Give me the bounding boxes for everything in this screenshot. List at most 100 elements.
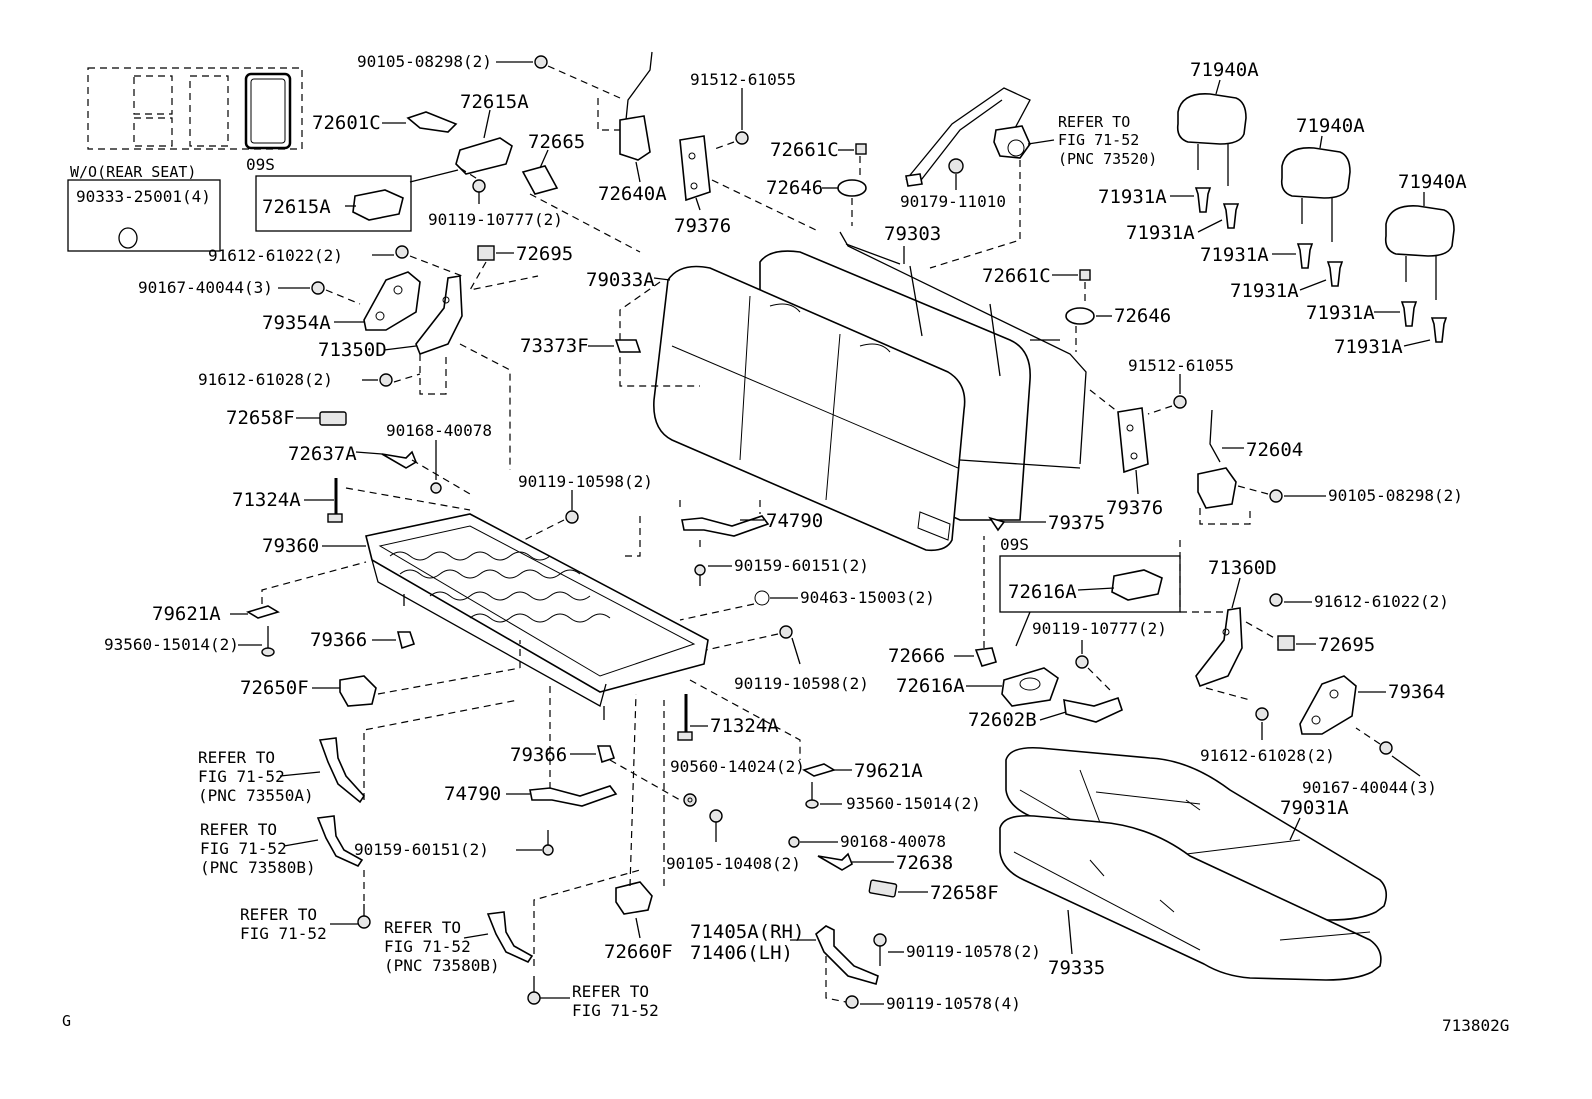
part-91512-61055-top (711, 88, 749, 151)
part-93560-15014-mid-label: 93560-15014(2) (846, 794, 981, 813)
part-79366-left (372, 631, 416, 650)
part-90167-40044-right-label: 90167-40044(3) (1302, 778, 1437, 797)
part-71324a-mid-label: 71324A (710, 715, 779, 737)
seat-layout-key (87, 67, 303, 150)
part-71350d-label: 71350D (318, 339, 387, 361)
part-79033a-seat-back (619, 250, 1031, 552)
part-71931a-5-label: 71931A (1306, 302, 1375, 324)
part-79376-top-label: 79376 (674, 215, 731, 237)
part-73373f (588, 339, 642, 353)
part-90105-08298-right-label: 90105-08298(2) (1328, 486, 1463, 505)
part-72616a (966, 667, 1059, 707)
ref-fig-73550a-line2: FIG 71-52 (198, 767, 285, 786)
part-71940a-headrest-3 (1384, 205, 1455, 300)
part-90560-14024-label: 90560-14024(2) (670, 757, 805, 776)
part-90105-10408 (709, 809, 723, 842)
part-71405a-label: 71405A(RH) (690, 921, 804, 943)
buckle-73580b-a (283, 815, 365, 904)
part-71940a-3-label: 71940A (1398, 171, 1467, 193)
part-79376-right (1089, 389, 1149, 495)
wo-rear-seat-box (67, 179, 221, 252)
part-71931a-3-label: 71931A (1200, 244, 1269, 266)
part-71324a-left (304, 478, 471, 523)
part-71940a-1-label: 71940A (1190, 59, 1259, 81)
bolt-ref-plain-b (527, 976, 570, 1005)
ref-fig-plain-b-line2: FIG 71-52 (572, 1001, 659, 1020)
part-90119-10777-left-label: 90119-10777(2) (428, 210, 563, 229)
part-72646-top (822, 179, 867, 226)
part-90168-40078-top (411, 440, 471, 495)
part-90119-10598-top (523, 490, 579, 541)
part-90119-10777-right (1075, 640, 1111, 691)
part-71931a-1-label: 71931A (1098, 186, 1167, 208)
ref-fig-73520-line1: REFER TO (1058, 113, 1130, 131)
part-79621a-left-label: 79621A (152, 603, 221, 625)
part-72640a-label: 72640A (598, 183, 667, 205)
part-79031a-label: 79031A (1280, 797, 1349, 819)
part-90159-60151-bottom (516, 830, 554, 856)
part-71406-label: 71406(LH) (690, 942, 793, 964)
part-90167-40044-right (1355, 727, 1421, 777)
part-93560-15014-mid (805, 782, 842, 809)
variant-09s-box-72616a (999, 555, 1181, 647)
part-79354a (334, 271, 421, 331)
part-79364 (1299, 675, 1386, 735)
part-72615a-top-label: 72615A (460, 91, 529, 113)
part-90119-10598-top-label: 90119-10598(2) (518, 472, 653, 491)
part-72646-right (1065, 307, 1112, 352)
part-79335-label: 79335 (1048, 957, 1105, 979)
part-91512-61055-top-label: 91512-61055 (690, 70, 796, 89)
part-72660f-label: 72660F (604, 941, 673, 963)
ref-fig-73580b-b-line1: REFER TO (384, 918, 461, 937)
part-79621a-mid (802, 763, 852, 777)
part-72665 (521, 149, 641, 253)
part-72658f-bottom (868, 879, 928, 898)
variant-09s-box-72615a (255, 175, 412, 232)
part-71405a-71406-bracket (790, 925, 879, 1003)
part-79303-label: 79303 (884, 223, 941, 245)
part-90463-15003 (679, 590, 798, 621)
part-90119-10578-a-label: 90119-10578(2) (906, 942, 1041, 961)
part-90168-40078-top-label: 90168-40078 (386, 421, 492, 440)
buckle-73580b-b (463, 869, 641, 966)
part-72646-top-label: 72646 (766, 177, 823, 199)
part-90168-40078-bottom-label: 90168-40078 (840, 832, 946, 851)
part-90119-10578-b (845, 995, 884, 1009)
part-79364-label: 79364 (1388, 681, 1445, 703)
part-93560-15014-left-label: 93560-15014(2) (104, 635, 239, 654)
part-79376-right-label: 79376 (1106, 497, 1163, 519)
part-90105-08298-top-label: 90105-08298(2) (357, 52, 492, 71)
part-79360-seat-frame (322, 513, 709, 720)
part-72695-left (468, 245, 539, 291)
part-79303-frame (839, 231, 1087, 469)
part-74790-bottom-label: 74790 (444, 783, 501, 805)
part-71940a-headrest-1 (1176, 93, 1247, 186)
part-72601c-label: 72601C (312, 112, 381, 134)
part-79376-top (679, 135, 821, 233)
diagram-id: 713802G (1442, 1016, 1509, 1035)
part-71931a-guides (1170, 187, 1448, 347)
part-91612-61022-right (1269, 593, 1312, 607)
part-72604-label: 72604 (1246, 439, 1303, 461)
part-91612-61028-left-label: 91612-61028(2) (198, 370, 333, 389)
part-72660f (615, 693, 665, 939)
part-72666 (954, 536, 997, 667)
part-72602b-label: 72602B (968, 709, 1037, 731)
ref-fig-73580b-a-line2: FIG 71-52 (200, 839, 287, 858)
part-90463-15003-label: 90463-15003(2) (800, 588, 935, 607)
part-90333-25001-label: 90333-25001(4) (76, 187, 211, 206)
part-91512-61055-right (1147, 374, 1187, 415)
part-91612-61028-right-label: 91612-61028(2) (1200, 746, 1335, 765)
ref-fig-plain-a-line1: REFER TO (240, 905, 317, 924)
part-72638-label: 72638 (896, 852, 953, 874)
part-90179-11010 (948, 158, 964, 190)
part-90560-14024 (683, 793, 697, 807)
part-90119-10598-mid (705, 625, 801, 665)
part-79354a-label: 79354A (262, 312, 331, 334)
part-90105-08298-right (1237, 485, 1326, 503)
ref-fig-73580b-a-line1: REFER TO (200, 820, 277, 839)
ref-fig-plain-a-line2: FIG 71-52 (240, 924, 327, 943)
part-72640a (619, 51, 653, 183)
part-79375-label: 79375 (1048, 512, 1105, 534)
